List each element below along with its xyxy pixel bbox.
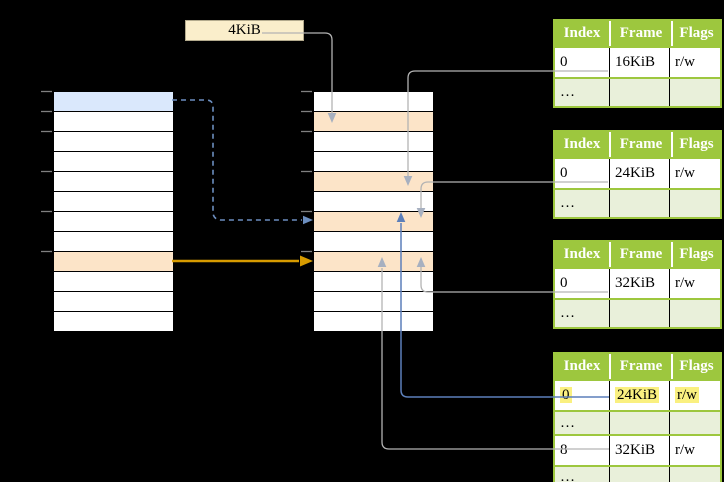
column-header: Index (555, 242, 609, 267)
memory-cell-white (54, 312, 173, 331)
memory-cell-white (314, 132, 433, 152)
table-cell: 24KiB (609, 159, 669, 188)
memory-cell-white (54, 272, 173, 292)
column-header: Flags (671, 132, 720, 157)
table-cell (609, 467, 669, 482)
table-cell: 0 (555, 269, 609, 298)
column-header: Index (555, 354, 609, 379)
memory-cell-white (54, 152, 173, 172)
arrowhead (303, 215, 313, 225)
column-header: Frame (609, 21, 671, 46)
table-cell: … (555, 190, 609, 217)
table-cell: … (555, 300, 609, 327)
memory-cell-orange (314, 172, 433, 192)
table-row: … (555, 410, 720, 434)
highlighted-value: r/w (675, 387, 699, 403)
table-cell: … (555, 412, 609, 434)
table-cell: r/w (669, 48, 720, 77)
memory-cell-white (54, 232, 173, 252)
table-cell: 0 (555, 159, 609, 188)
table-cell: r/w (669, 269, 720, 298)
memory-cell-white (54, 192, 173, 212)
table-cell: 32KiB (609, 436, 669, 465)
table-cell: 32KiB (609, 269, 669, 298)
page-size-label: 4KiB (185, 20, 304, 41)
arrow-virtual-orange (172, 255, 313, 267)
table-cell: … (555, 467, 609, 482)
column-header: Index (555, 132, 609, 157)
memory-cell-orange (314, 252, 433, 272)
memory-cell-orange (54, 252, 173, 272)
memory-cell-white (54, 292, 173, 312)
memory-cell-white (54, 132, 173, 152)
highlighted-value: 24KiB (615, 387, 660, 403)
table-row: 0 24KiB r/w (555, 379, 720, 410)
table-cell: 8 (555, 436, 609, 465)
table-row: … (555, 465, 720, 482)
memory-cell-white (314, 192, 433, 212)
table-cell: r/w (669, 436, 720, 465)
column-header: Flags (671, 242, 720, 267)
memory-cell-white (314, 232, 433, 252)
table-cell (669, 79, 720, 106)
memory-cell-blue (54, 92, 173, 112)
table-cell (609, 190, 669, 217)
highlighted-value: 0 (560, 387, 572, 403)
column-header: Flags (671, 21, 720, 46)
column-header: Flags (671, 354, 720, 379)
arrowhead (300, 255, 313, 267)
memory-cell-white (314, 92, 433, 112)
table-cell: 24KiB (609, 381, 669, 410)
memory-cell-white (54, 212, 173, 232)
memory-cell-white (54, 112, 173, 132)
table-cell: r/w (669, 159, 720, 188)
memory-cell-white (314, 292, 433, 312)
table-cell: 0 (555, 381, 609, 410)
memory-cell-white (314, 152, 433, 172)
column-header: Frame (609, 242, 671, 267)
virtual-memory-column (53, 91, 174, 332)
memory-cell-orange (314, 112, 433, 132)
table-cell (669, 300, 720, 327)
physical-memory-column (313, 91, 434, 332)
column-header: Index (555, 21, 609, 46)
table-cell (669, 190, 720, 217)
table-row: … (555, 188, 720, 217)
table-row: … (555, 298, 720, 327)
table-row: … (555, 77, 720, 106)
table-cell (609, 300, 669, 327)
column-header: Frame (609, 132, 671, 157)
table-cell (609, 412, 669, 434)
column-header: Frame (609, 354, 671, 379)
table-cell (669, 412, 720, 434)
memory-cell-white (314, 312, 433, 331)
table-cell (669, 467, 720, 482)
table-cell (609, 79, 669, 106)
table-cell: r/w (669, 381, 720, 410)
memory-cell-orange (314, 212, 433, 232)
memory-cell-white (54, 172, 173, 192)
table-cell: … (555, 79, 609, 106)
table-cell: 0 (555, 48, 609, 77)
memory-cell-white (314, 272, 433, 292)
arrow-virtual-blue-dashed (172, 99, 313, 225)
table-cell: 16KiB (609, 48, 669, 77)
